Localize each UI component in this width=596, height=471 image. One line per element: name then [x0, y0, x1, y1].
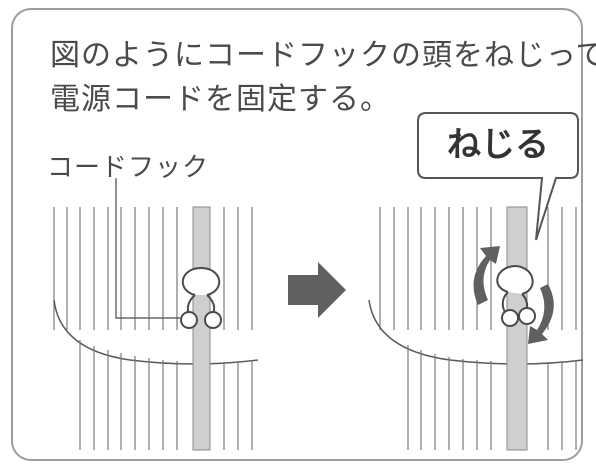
instruction-line-1: 図のようにコードフックの頭をねじって — [50, 38, 596, 73]
twist-callout-label: ねじる — [447, 125, 549, 165]
cord-hook-label: コードフック — [47, 153, 210, 183]
cord-hook-icon — [496, 264, 536, 327]
cord-hook-icon — [180, 266, 222, 329]
twist-arrow-icon — [473, 246, 554, 344]
callout-bubble — [417, 112, 579, 241]
instruction-line-2: 電源コードを固定する。 — [50, 82, 391, 117]
instruction-panel — [11, 8, 583, 461]
before-figure — [53, 178, 259, 451]
after-figure — [368, 206, 584, 451]
right-arrow-icon — [288, 262, 346, 318]
